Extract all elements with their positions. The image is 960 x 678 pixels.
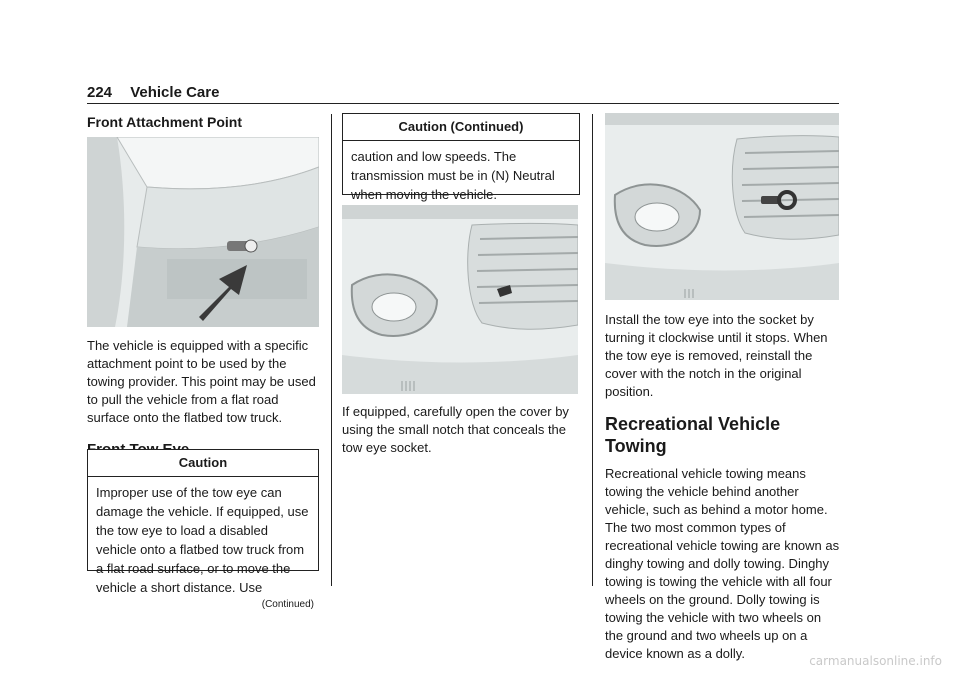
caution-title: Caution <box>88 450 318 477</box>
col3-body: Install the tow eye into the socket by t… <box>605 311 841 663</box>
front-attachment-heading: Front Attachment Point <box>87 114 243 130</box>
tow-eye-installed-illustration <box>605 113 839 300</box>
attachment-paragraph: The vehicle is equipped with a specific … <box>87 338 316 425</box>
caution-body: Improper use of the tow eye can damage t… <box>96 485 309 595</box>
watermark: carmanualsonline.info <box>809 654 942 668</box>
rv-towing-paragraph: Recreational vehicle towing means towing… <box>605 466 840 661</box>
install-paragraph: Install the tow eye into the socket by t… <box>605 312 828 399</box>
page-header: 224 Vehicle Care <box>87 83 839 103</box>
tow-eye-cover-illustration <box>342 205 578 394</box>
col1-heading-block: Front Attachment Point <box>87 113 319 131</box>
column-divider-1 <box>331 114 332 586</box>
front-attachment-illustration <box>87 137 319 327</box>
caution-continued-title: Caution (Continued) <box>343 114 579 141</box>
bumper-cover-drawing <box>342 205 578 394</box>
page-number: 224 <box>87 84 113 101</box>
col1-body: The vehicle is equipped with a specific … <box>87 337 323 459</box>
caution-continued-body: caution and low speeds. The transmission… <box>351 149 555 202</box>
cover-paragraph: If equipped, carefully open the cover by… <box>342 404 569 455</box>
caution-box-2: Caution (Continued) caution and low spee… <box>342 113 580 202</box>
rv-towing-heading: Recreational Vehicle Towing <box>605 414 781 456</box>
col2-body: If equipped, carefully open the cover by… <box>342 403 582 457</box>
attachment-point-drawing <box>87 137 319 327</box>
tow-eye-socket-drawing <box>605 113 839 300</box>
caution-continued: (Continued) <box>261 599 314 610</box>
section-title: Vehicle Care <box>130 84 220 101</box>
column-divider-2 <box>592 114 593 586</box>
header-rule <box>87 103 839 104</box>
caution-box-1: Caution Improper use of the tow eye can … <box>87 449 319 610</box>
